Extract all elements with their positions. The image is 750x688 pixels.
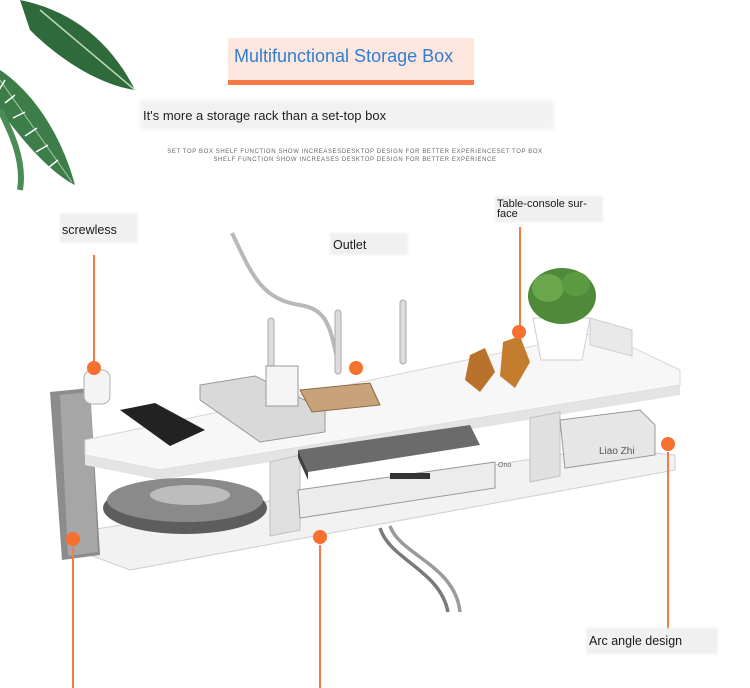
table-console-leader-line [519,227,521,327]
page-title: Multifunctional Storage Box [234,46,454,66]
bottom-shelf-leader-line [319,545,321,688]
screwless-label-background [60,213,138,243]
tagline-line-2: SHELF FUNCTION SHOW INCREASES DESKTOP DE… [213,157,497,163]
callout-arc-angle: Arc angle design [589,634,683,648]
device-label: Ono [498,462,512,469]
arc-angle-leader-line [667,452,669,630]
arc-angle-marker-dot [661,437,675,451]
callout-outlet: Outlet [333,238,367,252]
left-panel-leader-line [72,547,74,688]
outlet-marker-dot [349,361,363,375]
callout-table-console: Table-console sur-face [497,198,587,220]
tagline-line-1: SET TOP BOX SHELF FUNCTION SHOW INCREASE… [167,149,543,155]
outlet-label-background [330,233,408,255]
callout-screwless: screwless [62,223,117,237]
screwless-marker-dot [87,361,101,375]
subtitle-background [140,100,554,130]
watermark: Liao Zhi [599,446,635,457]
table-console-label-background [495,196,603,222]
bottom-shelf-marker-dot [313,530,327,544]
subtitle: It's more a storage rack than a set-top … [143,108,387,123]
table-console-marker-dot [512,325,526,339]
palm-leaf-illustration [0,0,136,191]
arc-angle-label-background [586,628,718,654]
left-panel-marker-dot [66,532,80,546]
screwless-leader-line [93,255,95,366]
title-banner [228,38,474,85]
